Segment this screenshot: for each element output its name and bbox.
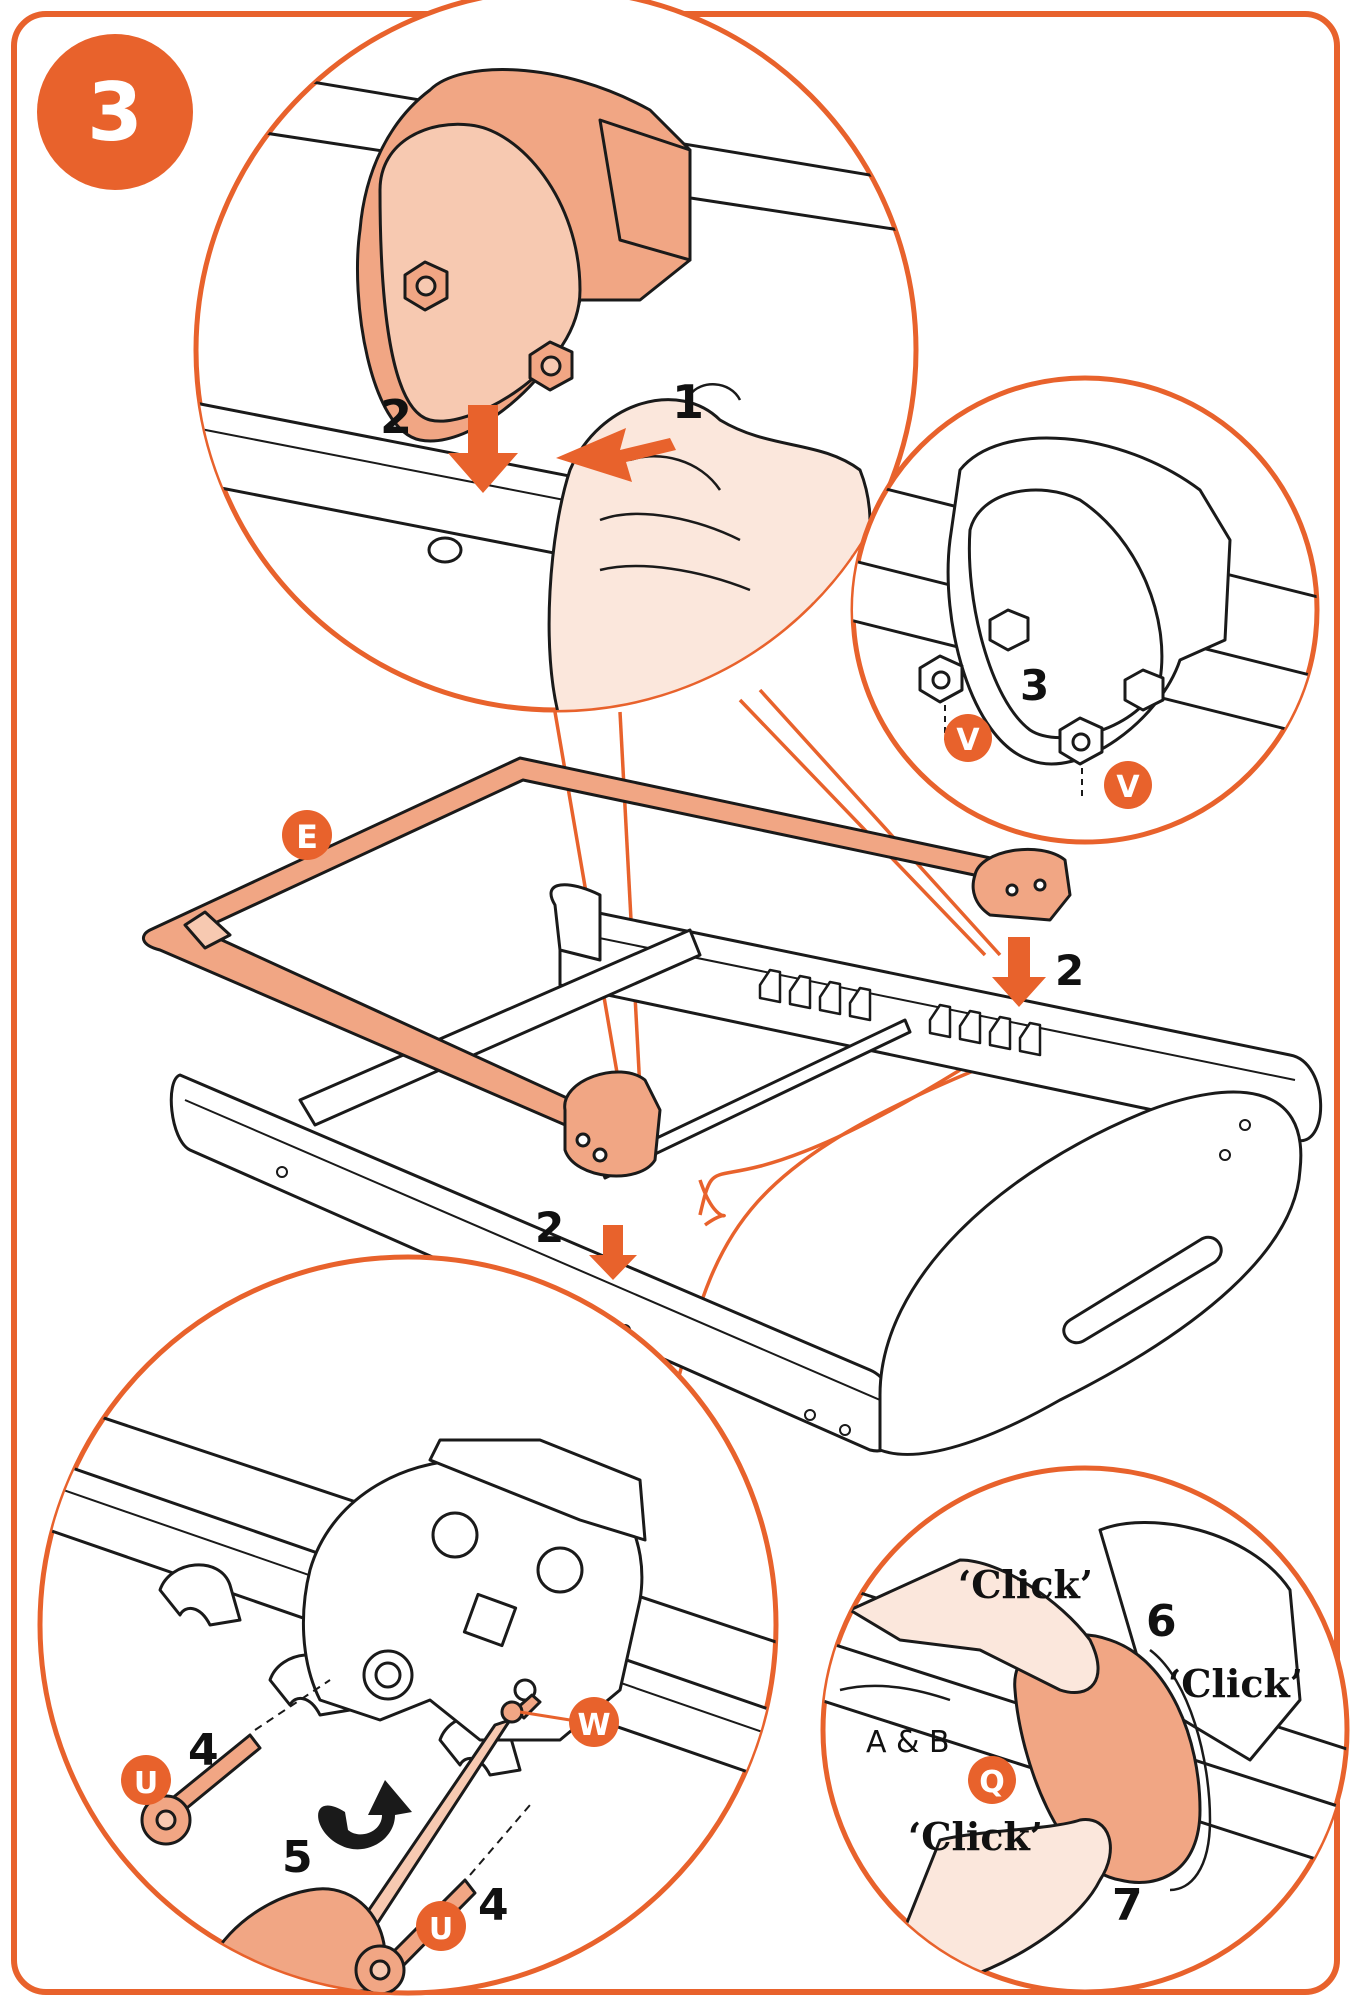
- screw-icon: [140, 1733, 262, 1846]
- callout-right: 3 V V: [850, 375, 1320, 845]
- step-label-6: 6: [1146, 1596, 1177, 1647]
- step-label-2: 2: [380, 390, 412, 444]
- callout-top: 2 1: [193, 0, 919, 713]
- svg-text:Q: Q: [979, 1765, 1005, 1800]
- part-badge-q: Q: [968, 1756, 1016, 1804]
- step-label-7: 7: [1112, 1880, 1143, 1931]
- frame-part-e: [142, 756, 1072, 1178]
- step-label-3: 3: [1020, 661, 1049, 710]
- click-label: ‘Click’: [958, 1562, 1093, 1607]
- step-label-4: 4: [188, 1725, 219, 1776]
- nut-icon: [1058, 716, 1104, 766]
- down-arrow-icon: [992, 937, 1046, 1007]
- nut-icon: [918, 654, 964, 704]
- svg-text:V: V: [1116, 770, 1140, 805]
- click-label: ‘Click’: [1168, 1661, 1303, 1706]
- step-label-1: 1: [672, 375, 704, 429]
- step-number: 3: [87, 66, 143, 159]
- svg-text:U: U: [134, 1766, 158, 1801]
- side-plate: [878, 1090, 1303, 1456]
- nut-icon: [403, 260, 449, 312]
- cross-bar: [298, 928, 702, 1127]
- front-end-bracket: [563, 1070, 662, 1178]
- callout-bottom-left: 4 4 5 U U W: [37, 1254, 779, 1996]
- part-badge-e: E: [282, 810, 332, 860]
- side-plate-slot: [1062, 1236, 1223, 1344]
- part-badge-v: V: [944, 714, 992, 762]
- nut-icon: [528, 340, 574, 392]
- step-label-2: 2: [535, 1203, 564, 1252]
- callout-bottom-right: ‘Click’ ‘Click’ ‘Click’ 6 7 A & B Q: [820, 1465, 1350, 1995]
- step-label-4: 4: [478, 1880, 509, 1931]
- main-frame: [169, 883, 1323, 1456]
- back-end-bracket: [971, 847, 1072, 922]
- part-badge-w: W: [569, 1697, 619, 1747]
- part-badge-u: U: [121, 1755, 171, 1805]
- click-label: ‘Click’: [908, 1814, 1043, 1859]
- hand-icon: [848, 1558, 1100, 1695]
- part-badge-v: V: [1104, 761, 1152, 809]
- down-arrow-icon: [448, 405, 518, 493]
- step-label-2: 2: [1055, 946, 1084, 995]
- svg-text:V: V: [956, 723, 980, 758]
- down-arrow-icon: [589, 1225, 637, 1280]
- svg-text:U: U: [429, 1912, 453, 1947]
- rotate-arrow-icon: [318, 1780, 412, 1850]
- left-arrow-icon: [556, 428, 676, 482]
- svg-text:W: W: [577, 1708, 610, 1743]
- step-label-5: 5: [282, 1832, 313, 1883]
- variant-label: A & B: [866, 1725, 950, 1760]
- slot-brackets: [758, 968, 1042, 1057]
- main-arrows: [589, 937, 1046, 1280]
- svg-text:E: E: [296, 818, 318, 856]
- step-badge: 3: [37, 34, 193, 190]
- part-badge-u: U: [416, 1901, 466, 1951]
